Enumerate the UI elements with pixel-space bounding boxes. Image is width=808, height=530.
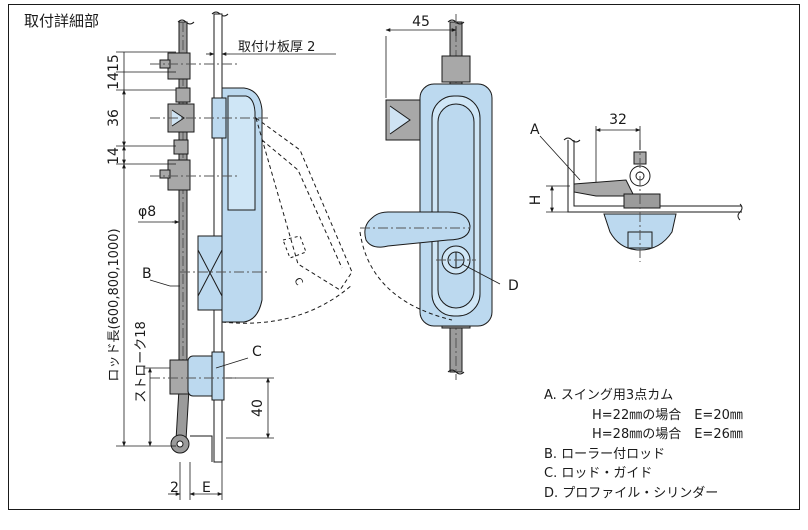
legend-a-line2: H=28㎜の場合 E=26㎜ xyxy=(592,427,743,442)
dim-plate-thickness: 取付け板厚 2 xyxy=(238,40,315,55)
cam-detail-dimensions xyxy=(539,126,641,213)
legend-a: A. スイング用3点カム xyxy=(544,388,674,403)
dim-stroke: ストローク18 xyxy=(134,321,149,403)
dim-45: 45 xyxy=(412,14,430,30)
callout-d: D xyxy=(508,278,519,294)
drawing-title: 取付詳細部 xyxy=(24,12,100,30)
callout-c: C xyxy=(252,344,262,360)
legend-c: C. ロッド・ガイド xyxy=(544,466,653,481)
legend-b: B. ローラー付ロッド xyxy=(544,446,666,462)
side-view-dimensions xyxy=(116,51,336,500)
dim-rod-length: ロッド長(600,800,1000) xyxy=(107,228,122,381)
legend-d: D. プロファイル・シリンダー xyxy=(544,485,719,501)
dim-h: H xyxy=(528,195,544,206)
dim-32: 32 xyxy=(609,112,627,128)
parts-legend: A. スイング用3点カム H=22㎜の場合 E=20㎜ H=28㎜の場合 E=2… xyxy=(544,386,743,503)
dim-40: 40 xyxy=(250,399,266,417)
dim-phi8: φ8 xyxy=(138,204,156,220)
cam-detail-view xyxy=(563,137,743,262)
dim-1415: 1415 xyxy=(106,54,122,90)
front-view xyxy=(359,14,493,380)
side-view xyxy=(150,11,353,463)
dim-cam-c: C xyxy=(291,276,304,288)
dim-14: 14 xyxy=(106,147,122,165)
callout-a: A xyxy=(530,122,540,138)
dim-e: E xyxy=(202,480,211,496)
callout-b: B xyxy=(142,266,152,282)
front-view-dimensions xyxy=(385,26,501,285)
dim-2: 2 xyxy=(170,480,179,496)
dim-36: 36 xyxy=(106,109,122,127)
drawing-frame xyxy=(8,4,800,510)
legend-a-line1: H=22㎜の場合 E=20㎜ xyxy=(592,407,743,423)
